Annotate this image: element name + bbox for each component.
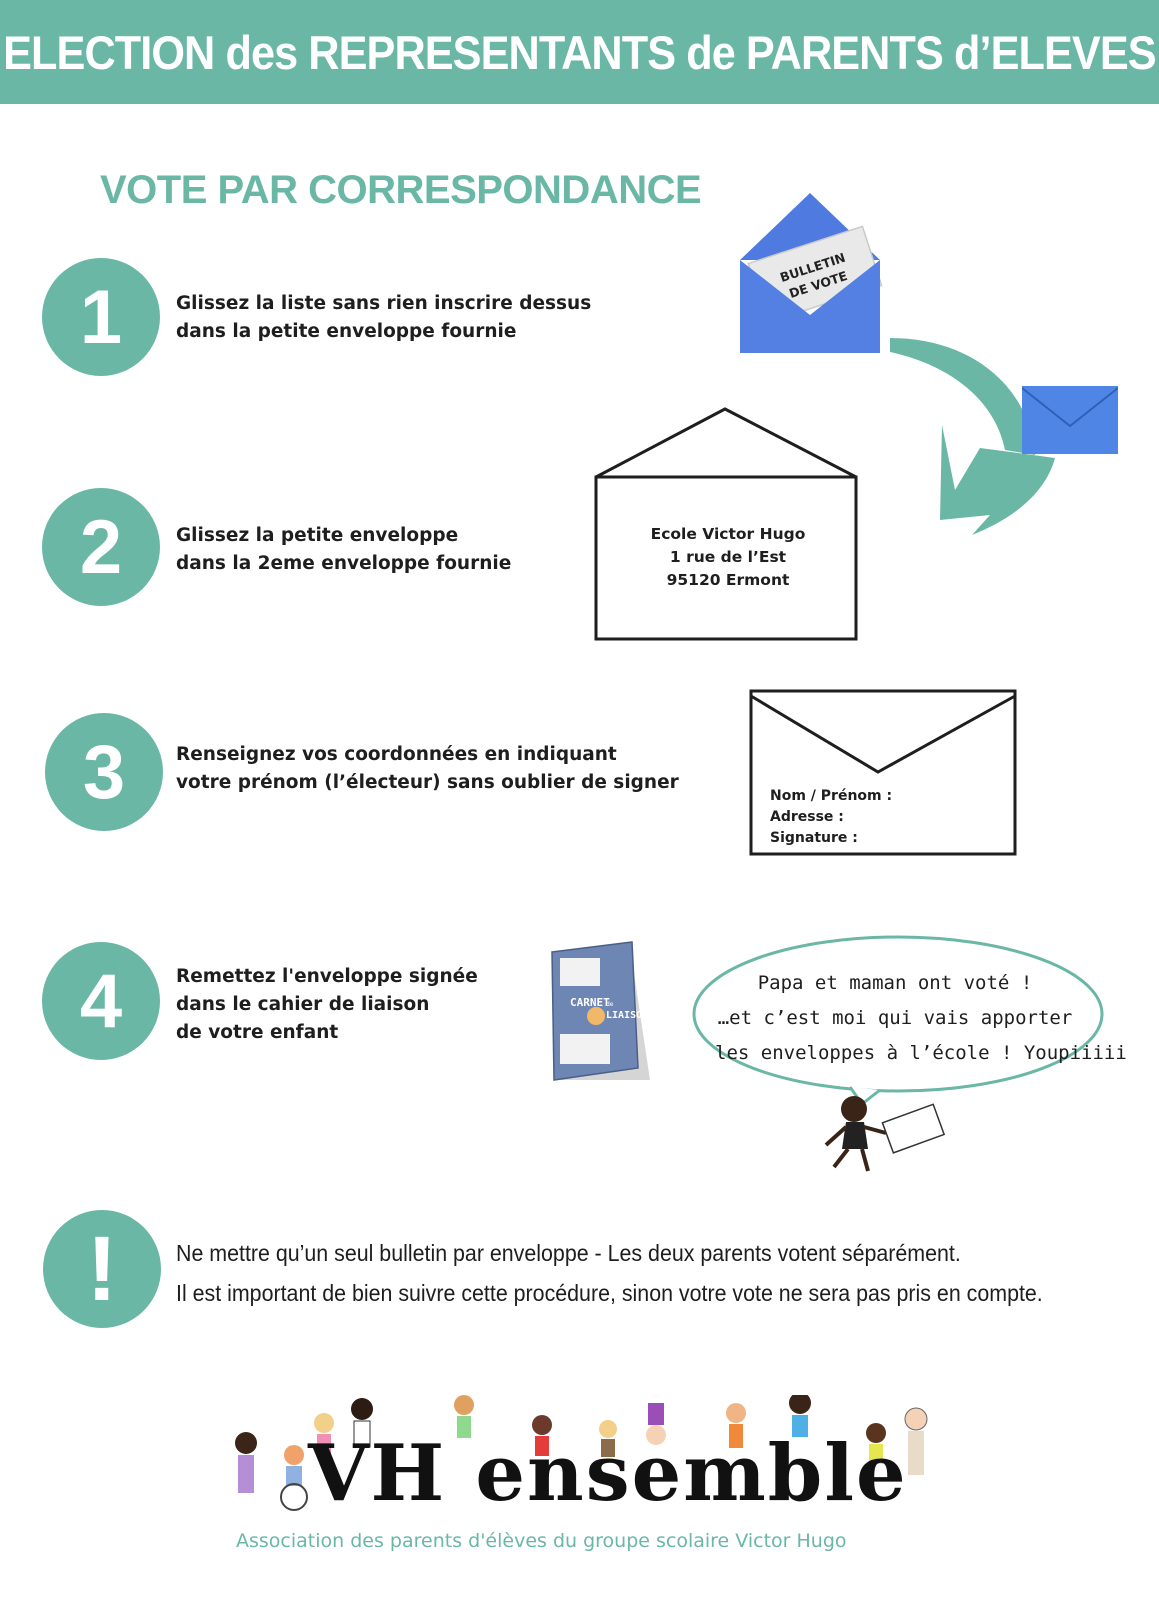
logo-wordmark: VH ensemble bbox=[308, 1428, 908, 1519]
sender-envelope-icon bbox=[749, 689, 1017, 856]
child-figure bbox=[789, 1395, 811, 1437]
notebook-label-box bbox=[560, 958, 600, 986]
step-4-line: de votre enfant bbox=[176, 1022, 339, 1043]
ballot-envelope-body bbox=[740, 260, 880, 353]
child-arm bbox=[824, 1125, 848, 1147]
child-leg bbox=[832, 1147, 850, 1169]
step-1-line: Glissez la liste sans rien inscrire dess… bbox=[176, 293, 592, 314]
step-2-number: 2 bbox=[42, 488, 160, 606]
warning-line: Ne mettre qu’un seul bulletin par envelo… bbox=[176, 1240, 961, 1266]
step-1-line: dans la petite enveloppe fournie bbox=[176, 321, 517, 342]
step-3-line: votre prénom (l’électeur) sans oublier d… bbox=[176, 772, 679, 793]
adult-figure bbox=[904, 1407, 928, 1475]
step-4-line: Remettez l'enveloppe signée bbox=[176, 966, 478, 987]
warning-line: Il est important de bien suivre cette pr… bbox=[176, 1280, 1043, 1306]
child-figure bbox=[454, 1395, 474, 1438]
address-line: 95120 Ermont bbox=[666, 571, 790, 589]
child-figure bbox=[599, 1420, 617, 1457]
speech-bubble-text: Papa et maman ont voté ! …et c’est moi q… bbox=[715, 966, 1127, 1071]
warning-icon: ! bbox=[43, 1210, 161, 1328]
liaison-notebook-icon: CARNET de LIAISON bbox=[551, 941, 650, 1081]
step-2-text: Glissez la petite enveloppe dans la 2eme… bbox=[176, 522, 511, 578]
section-subtitle: VOTE PAR CORRESPONDANCE bbox=[100, 168, 702, 212]
address-line: Ecole Victor Hugo bbox=[650, 525, 806, 543]
step-4-text: Remettez l'enveloppe signée dans le cahi… bbox=[176, 963, 478, 1047]
child-figure bbox=[235, 1432, 257, 1493]
carried-envelope bbox=[881, 1103, 946, 1154]
small-envelope-flap bbox=[1022, 387, 1118, 428]
child-body bbox=[842, 1122, 868, 1149]
bubble-line: les enveloppes à l’école ! Youpiiiii bbox=[715, 1042, 1127, 1064]
sender-field: Signature : bbox=[770, 830, 858, 846]
step-2-line: Glissez la petite enveloppe bbox=[176, 525, 459, 546]
child-figure bbox=[646, 1403, 666, 1445]
warning-text: Ne mettre qu’un seul bulletin par envelo… bbox=[176, 1233, 1108, 1313]
child-head bbox=[841, 1096, 867, 1122]
sender-envelope-body bbox=[749, 689, 1017, 856]
address-envelope-icon bbox=[594, 407, 858, 641]
children-illustration-icon bbox=[235, 1395, 928, 1511]
arrow-head bbox=[940, 425, 1055, 535]
child-arm bbox=[863, 1125, 887, 1135]
child-figure bbox=[314, 1413, 334, 1458]
step-1-number: 1 bbox=[42, 258, 160, 376]
logo-tagline: Association des parents d'élèves du grou… bbox=[236, 1530, 847, 1552]
sender-field: Adresse : bbox=[770, 809, 844, 825]
child-figure bbox=[351, 1398, 373, 1448]
ballot-envelope-icon: BULLETIN DE VOTE bbox=[740, 193, 883, 353]
step-4-line: dans le cahier de liaison bbox=[176, 994, 430, 1015]
curved-arrow-icon bbox=[890, 338, 1055, 535]
speech-bubble-outline bbox=[692, 935, 1104, 1093]
notebook-title-1: CARNET bbox=[570, 996, 610, 1009]
bubble-line: …et c’est moi qui vais apporter bbox=[717, 1007, 1073, 1029]
address-line: 1 rue de l’Est bbox=[669, 548, 787, 566]
sender-fields: Nom / Prénom : Adresse : Signature : bbox=[770, 786, 892, 849]
step-2-line: dans la 2eme enveloppe fournie bbox=[176, 553, 512, 574]
address-envelope-flap bbox=[595, 407, 857, 479]
notebook-footer-box bbox=[560, 1034, 610, 1064]
address-envelope-body bbox=[594, 475, 858, 641]
child-carrying-envelope-icon bbox=[824, 1096, 946, 1172]
small-envelope-icon bbox=[1022, 386, 1118, 454]
step-1-text: Glissez la liste sans rien inscrire dess… bbox=[176, 290, 591, 346]
wheelchair-child-icon bbox=[280, 1445, 308, 1511]
speech-bubble bbox=[692, 935, 1104, 1107]
sender-field: Nom / Prénom : bbox=[770, 788, 893, 804]
sender-envelope-flap bbox=[750, 694, 1016, 774]
step-3-text: Renseignez vos coordonnées en indiquant … bbox=[176, 741, 679, 797]
page-title: ELECTION des REPRESENTANTS de PARENTS d’… bbox=[3, 25, 1156, 79]
header-banner: ELECTION des REPRESENTANTS de PARENTS d’… bbox=[0, 0, 1159, 104]
notebook-title-2: LIAISON bbox=[606, 1010, 648, 1021]
notebook-character-icon bbox=[587, 1007, 605, 1025]
child-leg bbox=[860, 1148, 870, 1172]
step-3-number: 3 bbox=[45, 713, 163, 831]
child-figure bbox=[532, 1415, 552, 1456]
child-figure bbox=[726, 1403, 746, 1448]
step-4-number: 4 bbox=[42, 942, 160, 1060]
small-envelope-body bbox=[1022, 386, 1118, 454]
school-address: Ecole Victor Hugo 1 rue de l’Est 95120 E… bbox=[596, 523, 860, 592]
step-3-line: Renseignez vos coordonnées en indiquant bbox=[176, 744, 617, 765]
bubble-line: Papa et maman ont voté ! bbox=[757, 972, 1033, 994]
arrow-shaft bbox=[890, 338, 1035, 455]
notebook-title-small: de bbox=[606, 1001, 614, 1008]
child-figure bbox=[866, 1423, 886, 1464]
